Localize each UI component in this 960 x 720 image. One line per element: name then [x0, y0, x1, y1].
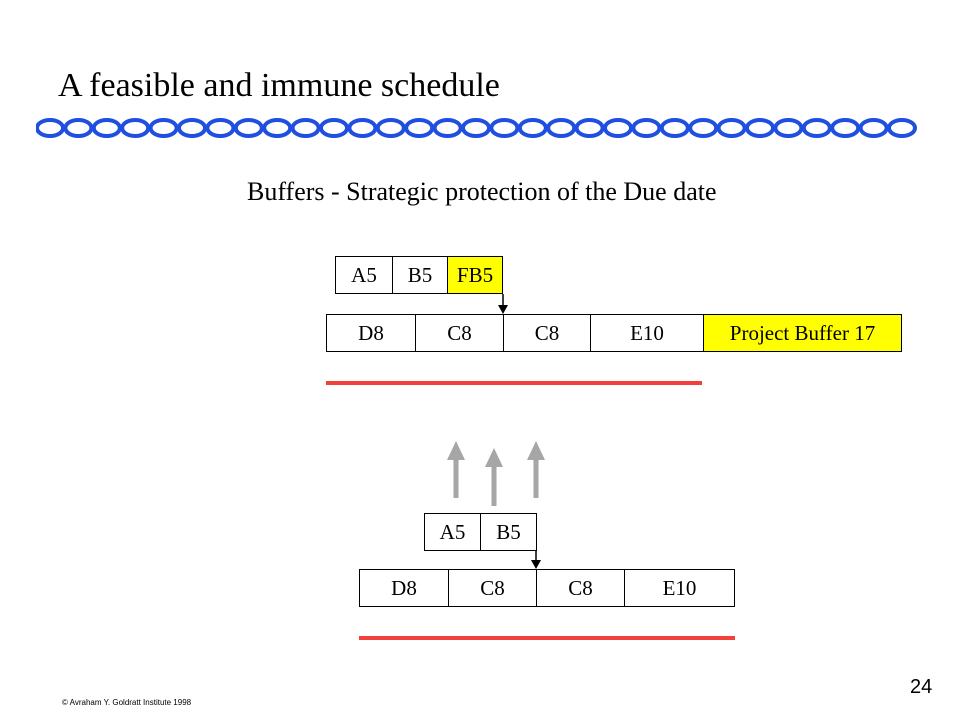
task-b5: B5: [392, 256, 448, 294]
task-e10: E10: [624, 569, 735, 607]
chain-link: [546, 118, 577, 138]
chain-link: [489, 118, 520, 138]
chain-link: [120, 118, 151, 138]
arrow-up-icon: [447, 441, 465, 498]
chain-link: [801, 118, 832, 138]
chain-decoration-icon: [36, 118, 917, 138]
arrow-up-icon: [485, 448, 503, 506]
chain-link: [631, 118, 662, 138]
chain-link: [347, 118, 378, 138]
task-b5: B5: [480, 513, 537, 551]
chain-link: [205, 118, 236, 138]
chain-link: [375, 118, 406, 138]
chain-link: [574, 118, 605, 138]
chain-link: [148, 118, 179, 138]
due-date-line: [326, 381, 702, 385]
chain-link: [461, 118, 491, 138]
chain-link: [716, 118, 747, 138]
chain-link: [659, 118, 690, 138]
task-a5: A5: [335, 256, 393, 294]
task-d8: D8: [359, 569, 449, 607]
task-c8: C8: [536, 569, 625, 607]
arrow-down-icon: [531, 551, 541, 569]
task-d8: D8: [326, 314, 416, 352]
chain-link: [773, 118, 804, 138]
chain-link: [36, 118, 65, 138]
chain-link: [91, 118, 122, 138]
slide-subtitle: Buffers - Strategic protection of the Du…: [247, 177, 717, 206]
task-c8: C8: [448, 569, 537, 607]
chain-link: [262, 118, 293, 138]
chain-link: [432, 118, 463, 138]
feeding-buffer: FB5: [447, 256, 503, 294]
chain-link: [319, 118, 349, 138]
task-c8: C8: [415, 314, 504, 352]
chain-link: [688, 118, 719, 138]
arrow-up-icon: [527, 441, 545, 498]
arrow-down-icon: [498, 294, 508, 314]
copyright-footer: © Avraham Y. Goldratt Institute 1998: [62, 698, 192, 707]
chain-link: [290, 118, 321, 138]
due-date-line: [359, 636, 735, 640]
page-number: 24: [910, 676, 933, 698]
slide-title: A feasible and immune schedule: [58, 67, 500, 104]
chain-link: [233, 118, 264, 138]
project-buffer: Project Buffer 17: [703, 314, 902, 352]
chain-link: [517, 118, 548, 138]
chain-link: [404, 118, 435, 138]
chain-link: [177, 118, 207, 138]
chain-link: [887, 118, 917, 138]
chain-link: [63, 118, 94, 138]
chain-link: [603, 118, 633, 138]
chain-link: [745, 118, 775, 138]
task-a5: A5: [424, 513, 481, 551]
chain-link: [830, 118, 861, 138]
chain-link: [858, 118, 889, 138]
